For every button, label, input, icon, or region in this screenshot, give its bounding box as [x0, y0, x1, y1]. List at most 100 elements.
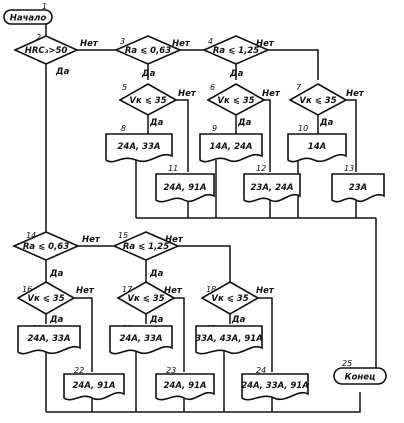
node-3-number: 3: [120, 37, 125, 46]
node-25-text: Конец: [345, 373, 376, 383]
end-terminator: [333, 367, 387, 385]
node-16-decision: 16 Vк ⩽ 35: [16, 281, 76, 315]
node-11-document: 11 24А, 91А: [155, 164, 215, 203]
node-12-number: 12: [256, 164, 266, 173]
node-24-document: 24 24А, 33А, 91А: [241, 366, 309, 401]
label-yes-18: Да: [231, 315, 246, 325]
node-12-text: 23А, 24А: [250, 183, 293, 193]
decision-diamond: [13, 35, 79, 65]
node-2-decision: 2 HRC₃>50: [13, 33, 79, 65]
node-15-text: Ra ⩽ 1,25: [123, 242, 169, 252]
label-yes-3: Да: [141, 69, 156, 79]
node-21-text: 33А, 43А, 91А: [195, 334, 263, 344]
decision-diamond: [116, 281, 176, 315]
start-terminator: [3, 9, 53, 25]
decision-diamond: [202, 35, 270, 65]
label-no-4: Нет: [256, 39, 275, 49]
node-7-decision: 7 Vк ⩽ 35: [288, 83, 348, 116]
label-yes-4: Да: [229, 69, 244, 79]
document-shape: [241, 373, 309, 401]
node-6-number: 6: [210, 83, 215, 92]
connectors: [45, 24, 377, 413]
node-14-decision: 14 Ra ⩽ 0,63: [12, 231, 80, 261]
decision-diamond: [114, 35, 182, 65]
label-no-5: Нет: [178, 89, 197, 99]
document-shape: [109, 325, 173, 355]
decision-diamond: [118, 83, 178, 116]
document-shape: [63, 373, 125, 401]
node-16-text: Vк ⩽ 35: [27, 294, 64, 304]
label-no-7: Нет: [346, 89, 365, 99]
label-yes-16: Да: [49, 315, 64, 325]
node-12-document: 12 23А, 24А: [243, 164, 301, 203]
node-20-document: 20 24А, 33А: [109, 324, 173, 355]
label-no-17: Нет: [164, 286, 183, 296]
node-2-text: HRC₃>50: [25, 46, 68, 56]
node-2-number: 2: [36, 33, 41, 42]
node-9-document: 9 14А, 24А: [199, 124, 263, 163]
label-yes-7: Да: [319, 118, 334, 128]
document-shape: [155, 373, 215, 401]
node-5-text: Vк ⩽ 35: [129, 96, 166, 106]
node-10-number: 10: [298, 124, 308, 133]
node-10-text: 14А: [308, 142, 326, 152]
document-shape: [155, 173, 215, 203]
node-22-document: 22 24А, 91А: [63, 366, 125, 401]
document-shape: [17, 325, 81, 355]
node-15-decision: 15 Ra ⩽ 1,25: [112, 231, 180, 261]
node-9-text: 14А, 24А: [209, 142, 252, 152]
node-17-text: Vк ⩽ 35: [127, 294, 164, 304]
node-18-text: Vк ⩽ 35: [211, 294, 248, 304]
node-1-text: Начало: [10, 14, 47, 24]
node-14-text: Ra ⩽ 0,63: [23, 242, 69, 252]
decision-diamond: [112, 231, 180, 261]
node-17-decision: 17 Vк ⩽ 35: [116, 281, 176, 315]
node-4-number: 4: [208, 37, 213, 46]
node-4-text: Ra ⩽ 1,25: [213, 46, 259, 56]
node-21-document: 21 33А, 43А, 91А: [195, 324, 263, 355]
node-6-decision: 6 Vк ⩽ 35: [206, 83, 266, 116]
node-13-text: 23А: [349, 183, 367, 193]
decision-diamond: [16, 281, 76, 315]
label-no-15: Нет: [165, 235, 184, 245]
node-23-document: 23 24А, 91А: [155, 366, 215, 401]
node-8-document: 8 24А, 33А: [105, 124, 173, 163]
decision-diamond: [288, 83, 348, 116]
node-19-text: 24А, 33А: [27, 334, 70, 344]
node-15-number: 15: [118, 231, 128, 240]
document-shape: [287, 133, 347, 163]
node-20-text: 24А, 33А: [119, 334, 162, 344]
label-no-16: Нет: [76, 286, 95, 296]
document-shape: [243, 173, 301, 203]
node-3-text: Ra ⩽ 0,63: [125, 46, 171, 56]
label-yes-2: Да: [55, 67, 70, 77]
label-yes-14: Да: [49, 269, 64, 279]
node-17-number: 17: [122, 285, 133, 294]
label-no-18: Нет: [256, 286, 275, 296]
node-25-number: 25: [342, 359, 352, 368]
label-no-2: Нет: [80, 39, 99, 49]
decision-diamond: [12, 231, 80, 261]
node-18-number: 18: [206, 285, 216, 294]
label-yes-6: Да: [237, 118, 252, 128]
node-8-number: 8: [121, 124, 126, 133]
node-18-decision: 18 Vк ⩽ 35: [200, 281, 260, 315]
label-yes-5: Да: [149, 118, 164, 128]
node-24-number: 24: [256, 366, 266, 375]
branch-labels: Нет Да Нет Да Нет Да Нет Да Нет Да Нет Д…: [49, 39, 365, 325]
node-7-number: 7: [296, 83, 302, 92]
node-1-number: 1: [42, 2, 47, 11]
node-14-number: 14: [26, 231, 36, 240]
document-shape: [195, 325, 263, 355]
decision-diamond: [206, 83, 266, 116]
node-8-text: 24А, 33А: [117, 142, 160, 152]
document-shape: [331, 173, 385, 203]
node-24-text: 24А, 33А, 91А: [241, 381, 309, 391]
node-23-number: 23: [166, 366, 176, 375]
node-13-number: 13: [344, 164, 354, 173]
node-22-number: 22: [74, 366, 84, 375]
decision-diamond: [200, 281, 260, 315]
node-19-document: 19 24А, 33А: [17, 324, 81, 355]
node-10-document: 10 14А: [287, 124, 347, 163]
